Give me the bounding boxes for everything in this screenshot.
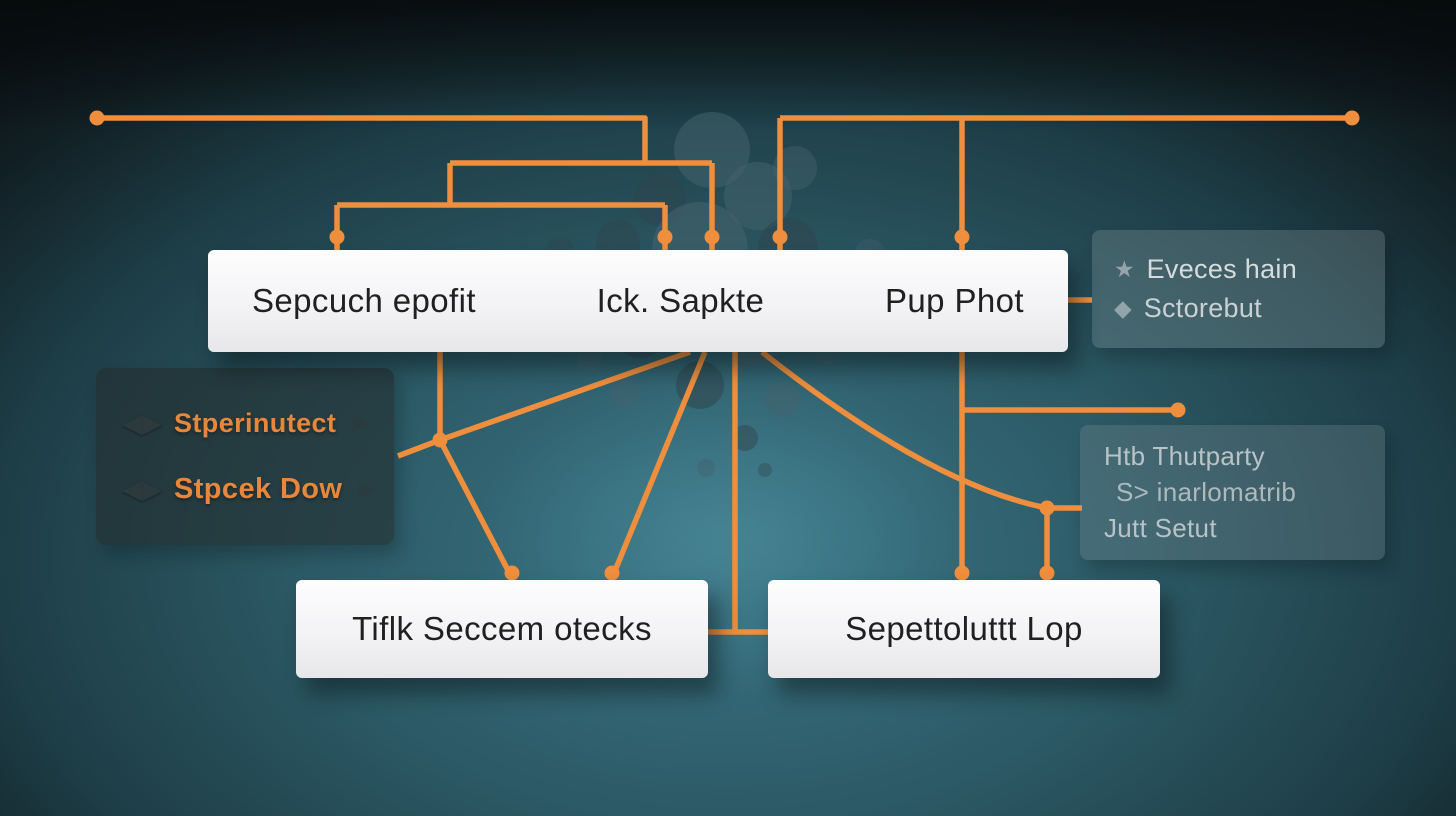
top-node-label-right: Pup Phot [885,282,1024,319]
right-top-panel-item-label: Sctorebut [1143,293,1262,323]
right-top-panel-item[interactable]: ★ Eveces hain [1114,254,1385,285]
left-panel-item-label: Stperinutect [174,407,337,438]
left-panel-item[interactable]: ◀▶ Stpcek Dow ▶ [122,473,394,506]
top-node-box[interactable]: Sepcuch epofit Ick. Sapkte Pup Phot [208,250,1068,352]
connector-lines [97,115,1352,635]
top-node-label-left: Sepcuch epofit [252,282,476,319]
right-mid-panel: Htb Thutparty S> inarlomatrib Jutt Setut [1080,425,1385,560]
star-icon: ★ [1114,256,1135,282]
bottom-right-node-label: Sepettoluttt Lop [845,610,1083,647]
left-panel-item-label: Stpcek Dow [174,472,343,505]
chevrons-icon: ◀▶ [122,474,162,504]
arrow-icon: ▶ [352,410,370,435]
left-panel-item[interactable]: ◀▶ Stperinutect ▶ [122,408,394,439]
right-top-panel-item-label: Eveces hain [1146,254,1298,284]
right-top-panel: ★ Eveces hain ◆ Sctorebut [1092,230,1385,348]
bottom-left-node-label: Tiflk Seccem otecks [352,610,652,647]
bottom-left-node-box[interactable]: Tiflk Seccem otecks [296,580,708,678]
right-mid-panel-item[interactable]: S> inarlomatrib [1116,477,1297,507]
right-mid-panel-item[interactable]: Htb Thutparty [1104,441,1265,471]
arrow-icon: ▶ [358,476,376,501]
right-top-panel-item[interactable]: ◆ Sctorebut [1114,293,1385,324]
left-panel: ◀▶ Stperinutect ▶ ◀▶ Stpcek Dow ▶ [96,368,394,545]
top-node-label-center: Ick. Sapkte [596,282,765,319]
chevrons-icon: ◀▶ [122,408,162,438]
bottom-right-node-box[interactable]: Sepettoluttt Lop [768,580,1160,678]
right-mid-panel-item[interactable]: Jutt Setut [1104,513,1217,543]
diamond-icon: ◆ [1114,295,1132,321]
connector-junction-dots [89,110,1360,581]
